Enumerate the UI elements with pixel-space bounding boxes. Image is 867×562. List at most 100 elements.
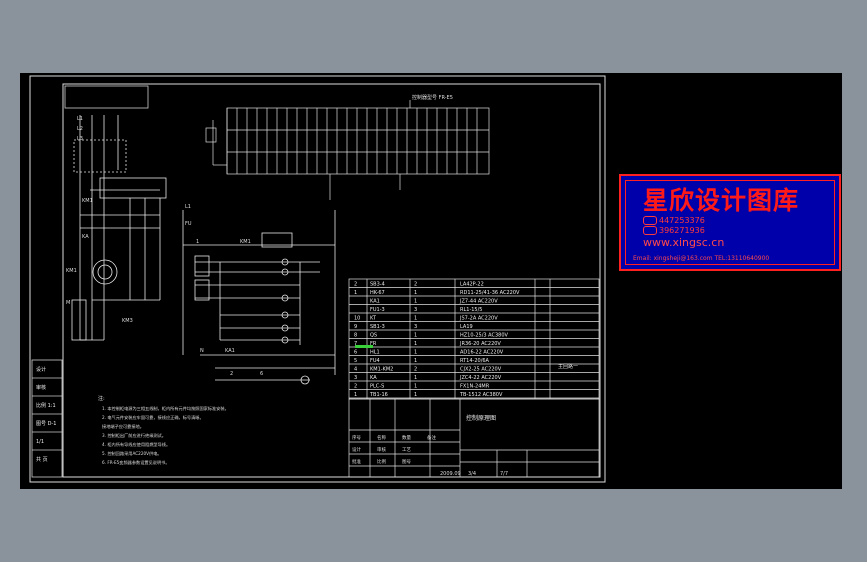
modelspace-background	[20, 73, 842, 489]
svg-text:KM1: KM1	[66, 268, 77, 274]
bom-side-note: 主回路一	[558, 363, 578, 370]
bom-no: 2	[354, 282, 357, 288]
bom-qty: 1	[414, 299, 417, 305]
watermark-url: www.xingsc.cn	[643, 236, 725, 249]
svg-text:FU: FU	[185, 221, 192, 227]
bom-model: JZ7-44 AC220V	[459, 299, 498, 305]
svg-text:L3: L3	[77, 136, 83, 142]
note-line: 4. 柜内所有导线应使用阻燃型导线。	[102, 441, 170, 448]
terminal-strip	[226, 107, 490, 175]
bom-qty: 1	[414, 350, 417, 356]
title-sheet-b: 7/7	[500, 471, 508, 477]
bom-qty: 1	[414, 384, 417, 390]
bom-name: KT	[370, 316, 377, 322]
sheet-outer-border	[29, 75, 606, 483]
note-line: 6. FR-E5变频器参数设置见说明书。	[102, 459, 170, 466]
power-circuit	[71, 115, 167, 341]
bom-model: RD11-25/41-36 AC220V	[460, 290, 520, 296]
bom-no: 1	[354, 392, 357, 398]
bom-model: CJX2-25 AC220V	[460, 367, 502, 373]
svg-text:KM1: KM1	[240, 239, 251, 245]
notes-list: 1. 本控制柜电源为三相五线制，柜内所有元件均按照国家标准安装。 2. 电气元件安…	[102, 405, 229, 466]
bom-name: FR	[370, 341, 377, 347]
bom-qty: 1	[414, 341, 417, 347]
left-label-column	[31, 359, 63, 478]
svg-text:KM1: KM1	[82, 198, 93, 204]
bom-name: SB3-4	[370, 282, 385, 288]
left-column-label: 审核	[36, 384, 46, 391]
note-line: 3. 控制柜出厂前应进行绝缘测试。	[102, 432, 166, 439]
watermark-title: 星欣设计图库	[643, 186, 800, 215]
bom-no: 10	[354, 316, 360, 322]
bom-model: LA42P-22	[460, 282, 484, 288]
svg-text:KA: KA	[82, 234, 89, 240]
bom-no: 7	[354, 341, 357, 347]
highlight-mark	[355, 345, 373, 348]
bom-qty: 1	[414, 333, 417, 339]
title-block-grid	[348, 398, 600, 478]
top-annotation: 控制器型号 FR-E5	[412, 94, 453, 101]
svg-text:M: M	[66, 300, 70, 306]
title-block-label: 序号	[352, 434, 361, 441]
title-block-label: 备注	[427, 434, 436, 441]
terminal-strip-side	[205, 100, 411, 200]
bom-name: SB1-3	[370, 324, 385, 330]
bom-name: FU1-3	[370, 307, 385, 313]
bom-no: 5	[354, 358, 357, 364]
title-block-label: 设计	[352, 446, 361, 453]
motor-symbol	[92, 259, 118, 285]
bom-qty: 1	[414, 316, 417, 322]
title-sheet-a: 3/4	[468, 471, 476, 477]
bom-model: JS7-2A AC220V	[459, 316, 498, 322]
bom-no: 2	[354, 384, 357, 390]
watermark-email: Email: xingsheji@163.com TEL:13110640900	[633, 255, 770, 262]
top-left-box	[64, 85, 149, 109]
watermark-qq2: 396271936	[643, 226, 705, 235]
title-block-label: 图号	[402, 459, 411, 465]
bom-model: HZ10-25/3 AC380V	[460, 333, 509, 339]
left-column-label: 图号 D-1	[36, 421, 56, 427]
bom-no: 3	[354, 375, 357, 381]
bom-no: 8	[354, 333, 357, 339]
bom-name: KA	[370, 375, 377, 381]
watermark-qq1: 447253376	[643, 216, 705, 225]
note-line: 2. 电气元件安装应牢固可靠，接线应正确，标号清晰。	[102, 414, 204, 421]
svg-text:L1: L1	[185, 204, 191, 210]
svg-text:KA1: KA1	[225, 348, 235, 354]
note-line: 1. 本控制柜电源为三相五线制，柜内所有元件均按照国家标准安装。	[102, 405, 229, 412]
bom-name: PLC-S	[370, 384, 384, 390]
title-block-label: 数量	[402, 434, 411, 441]
watermark-logo-box: 星欣设计图库 447253376 396271936 www.xingsc.cn…	[619, 174, 841, 271]
bom-name: KA1	[370, 299, 380, 305]
svg-text:N: N	[200, 348, 204, 354]
title-block-label: 审核	[377, 446, 386, 453]
bom-no: 4	[354, 367, 357, 373]
title-block-label: 比例	[377, 458, 386, 465]
svg-text:L1: L1	[77, 116, 83, 122]
sheet-inner-border	[62, 83, 601, 478]
bom-model: RT14-20/6A	[460, 358, 490, 364]
bom-no: 1	[354, 290, 357, 296]
left-column-label: 设计	[36, 366, 46, 373]
title-block-label: 批准	[352, 458, 361, 465]
left-column-label: 比例 1:1	[36, 402, 56, 409]
bom-model: FX1N-24MR	[460, 384, 490, 390]
left-column-label: 1/1	[36, 439, 44, 445]
bom-model: JZC4-22 AC220V	[459, 375, 502, 381]
bom-qty: 1	[414, 290, 417, 296]
bom-name: FU4	[370, 358, 380, 364]
bom-model: RL1-15/5	[460, 307, 482, 313]
bom-qty: 2	[414, 282, 417, 288]
bom-name: QS	[370, 333, 377, 339]
title-block-label: 名称	[377, 434, 386, 441]
svg-text:2: 2	[230, 371, 233, 377]
bom-model: JR36-20 AC220V	[459, 341, 501, 347]
drawing-name: 控制原理图	[466, 414, 496, 422]
title-block-label: 工艺	[402, 447, 411, 453]
svg-text:6: 6	[260, 371, 263, 377]
